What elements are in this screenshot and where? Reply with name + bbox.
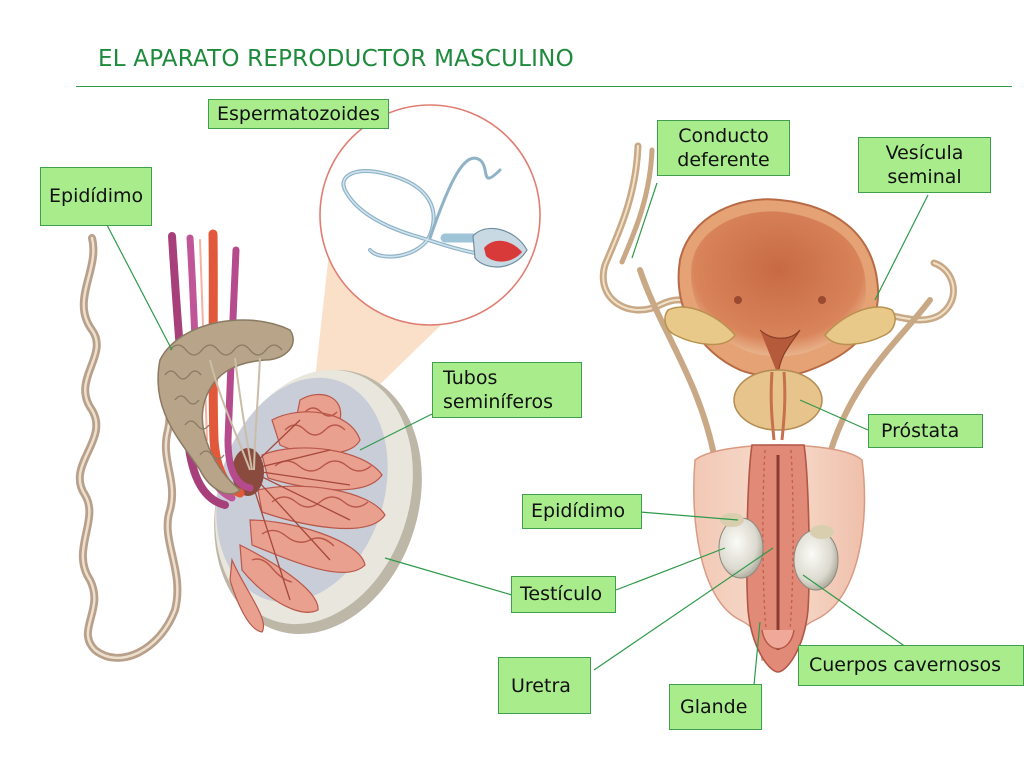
label-epididimo-right: Epidídimo [522, 494, 642, 529]
label-tubos-line2: seminíferos [443, 391, 553, 413]
urinary-bladder [677, 198, 880, 377]
label-testiculo: Testículo [511, 576, 616, 613]
label-prostata: Próstata [868, 414, 983, 448]
label-glande: Glande [669, 684, 762, 730]
sperm-cell [341, 156, 528, 268]
label-conducto-line1: Conducto [678, 125, 769, 147]
prostate-gland [733, 369, 823, 431]
scrotum-penis [693, 444, 866, 673]
label-tubos-seminiferos: Tubos seminíferos [432, 362, 582, 418]
label-vesicula-line2: seminal [887, 166, 962, 188]
magnification-circle [319, 104, 541, 326]
page-title: EL APARATO REPRODUCTOR MASCULINO [98, 46, 574, 72]
label-uretra: Uretra [498, 657, 591, 714]
label-cuerpos-cavernosos: Cuerpos cavernosos [798, 645, 1024, 686]
label-conducto-deferente: Conducto deferente [657, 120, 790, 176]
label-vesicula-seminal: Vesícula seminal [858, 137, 991, 193]
label-conducto-line2: deferente [677, 149, 770, 171]
epididymis-left [157, 319, 294, 495]
seminal-vesicles [664, 306, 896, 346]
label-tubos-line1: Tubos [443, 367, 498, 389]
testis-cross-section [214, 369, 422, 635]
leader-lines [106, 182, 929, 686]
label-vesicula-line1: Vesícula [885, 142, 964, 164]
title-divider [76, 86, 1012, 87]
label-espermatozoides: Espermatozoides [208, 99, 389, 129]
label-epididimo-left: Epidídimo [40, 167, 153, 226]
